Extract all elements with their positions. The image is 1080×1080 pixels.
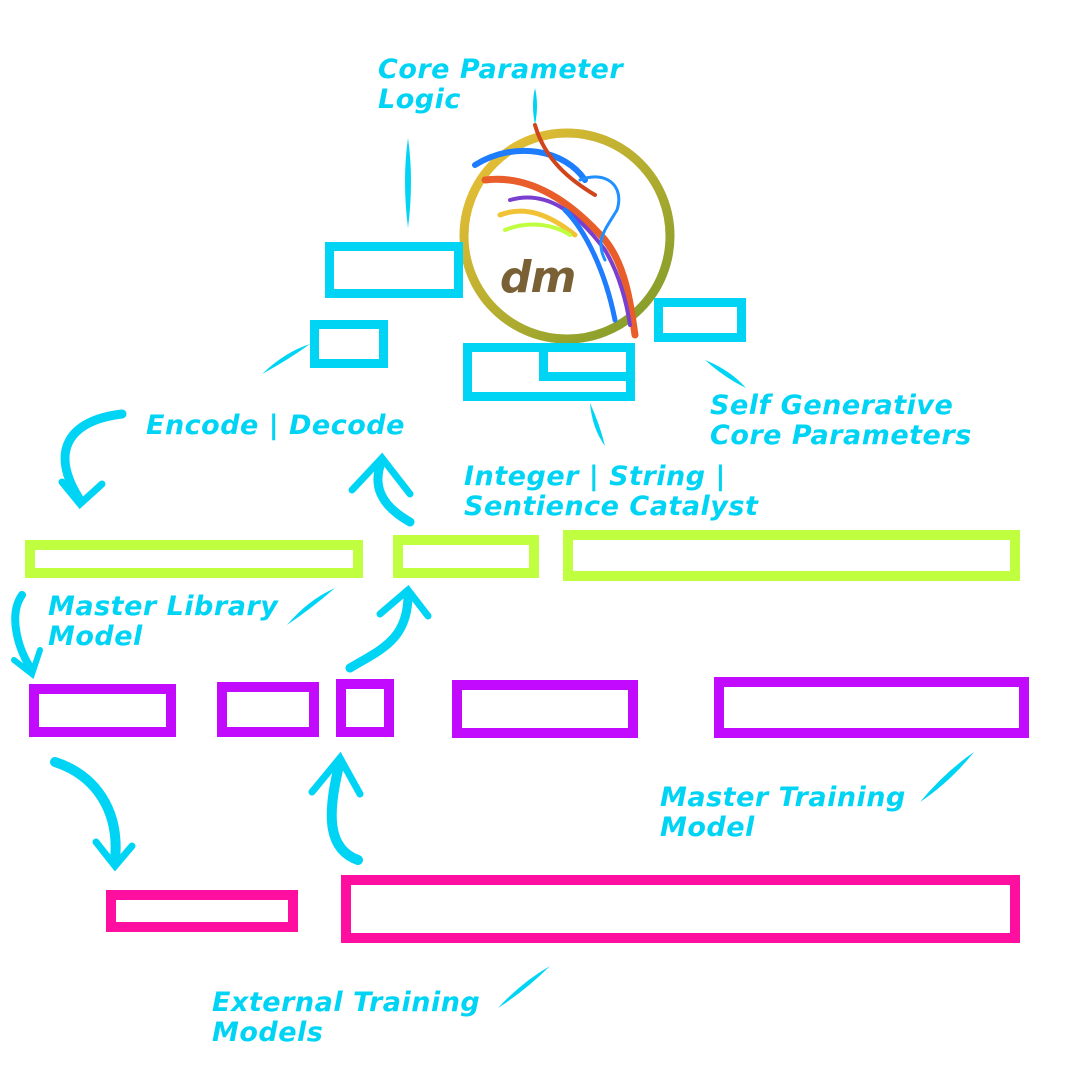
arrow-up-to-encode xyxy=(373,455,415,527)
library-box-1 xyxy=(25,540,363,578)
external-box-2 xyxy=(341,875,1020,943)
arrow-library-to-master-head xyxy=(11,647,43,679)
label-core-parameter-logic: Core Parameter Logic xyxy=(378,54,624,115)
connector-master-training xyxy=(920,752,974,802)
connector-small-box xyxy=(262,344,310,374)
arrow-external-to-master xyxy=(326,757,363,865)
external-box-1 xyxy=(106,890,298,932)
library-box-2 xyxy=(393,535,539,578)
arrow-master-to-library-head xyxy=(376,584,432,620)
connector-master-library xyxy=(287,588,335,625)
label-master-training: Master Training Model xyxy=(660,782,906,843)
core-box-2 xyxy=(310,320,388,368)
core-box-5 xyxy=(539,343,635,381)
arrow-master-to-external-head xyxy=(92,838,136,872)
arrow-encode-to-library-head xyxy=(58,478,106,510)
logo-flourish xyxy=(472,123,639,339)
arrow-encode-to-library xyxy=(60,409,127,505)
connector-integer xyxy=(590,403,605,446)
connector-core-logic-top xyxy=(533,88,537,125)
connector-core-logic xyxy=(405,138,411,228)
label-encode-decode: Encode | Decode xyxy=(146,410,405,441)
arrow-external-to-master-head xyxy=(308,751,364,798)
core-box-3 xyxy=(654,298,746,342)
label-self-generative: Self Generative Core Parameters xyxy=(710,390,972,451)
dm-logo xyxy=(459,123,675,344)
logo-text: dm xyxy=(500,252,576,303)
master-box-2 xyxy=(217,682,319,737)
label-master-library: Master Library Model xyxy=(48,591,279,652)
arrow-library-to-master xyxy=(11,591,36,674)
arrow-master-to-external xyxy=(50,757,121,865)
arrow-master-to-library xyxy=(345,590,413,673)
master-box-5 xyxy=(714,677,1029,738)
connector-external-training xyxy=(498,966,550,1008)
logo-ring xyxy=(459,128,675,344)
label-external-training: External Training Models xyxy=(212,987,481,1048)
core-box-1 xyxy=(325,242,463,298)
label-integer-string: Integer | String | Sentience Catalyst xyxy=(464,461,759,522)
arrow-up-to-encode-head xyxy=(348,452,414,498)
connector-self-generative xyxy=(705,360,746,388)
master-box-1 xyxy=(29,684,176,737)
library-box-3 xyxy=(563,530,1020,581)
master-box-3 xyxy=(336,679,394,737)
master-box-4 xyxy=(452,680,638,738)
